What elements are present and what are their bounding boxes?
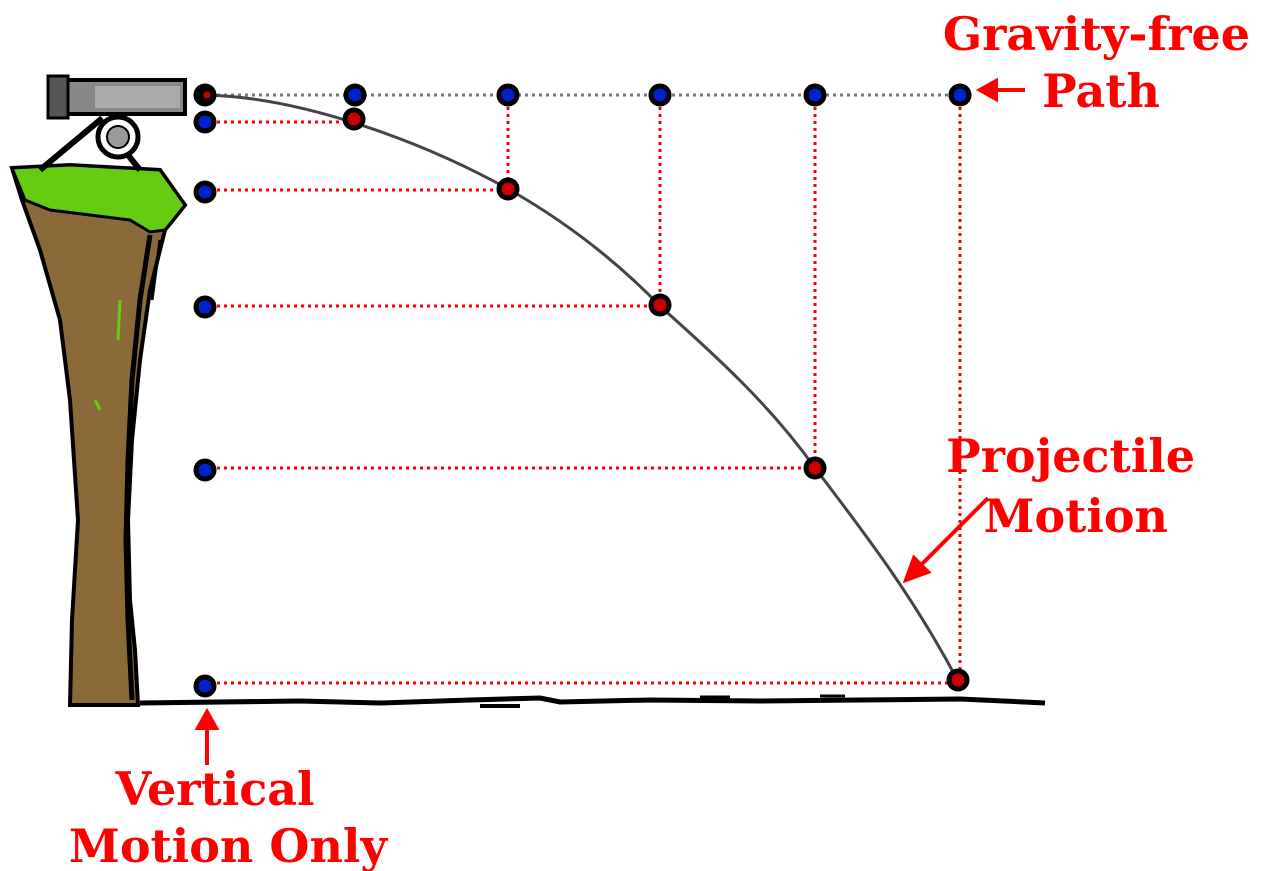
vertical-motion-balls [193,83,217,698]
label-gravity-free-line1: Gravity-free [943,7,1250,61]
ball-vertical-4 [193,458,217,482]
ball-gravity-free-5 [948,83,972,107]
ball-vertical-2 [193,180,217,204]
ball-vertical-5 [193,674,217,698]
ball-projectile-4 [803,456,827,480]
ball-projectile-2 [496,177,520,201]
ball-gravity-free-2 [496,83,520,107]
gravity-free-balls [343,83,972,107]
vertical-guides [506,100,962,676]
arrow-left-icon [975,77,1025,103]
ball-projectile-3 [648,293,672,317]
ball-gravity-free-3 [648,83,672,107]
ground [139,694,1046,708]
ball-projectile-1 [342,107,366,131]
cannon-icon [38,74,187,173]
label-gravity-free-line2: Path [1042,64,1160,118]
label-projectile-line1: Projectile [946,429,1195,483]
label-vertical-line2: Motion Only [69,819,388,871]
ball-gravity-free-1 [343,83,367,107]
ball-gravity-free-4 [803,83,827,107]
horizontal-guides [210,120,950,685]
cliff-icon [9,162,188,707]
ball-vertical-3 [193,295,217,319]
label-vertical-line1: Vertical [115,762,315,816]
ball-projectile-0 [198,86,216,104]
ball-vertical-1 [193,110,217,134]
ball-projectile-5 [946,668,970,692]
label-projectile-line2: Motion [984,489,1168,543]
arrow-down-left-icon [902,496,990,584]
trajectory-curve [204,93,960,682]
projectile-balls [198,86,970,692]
arrow-up-icon [194,707,220,765]
